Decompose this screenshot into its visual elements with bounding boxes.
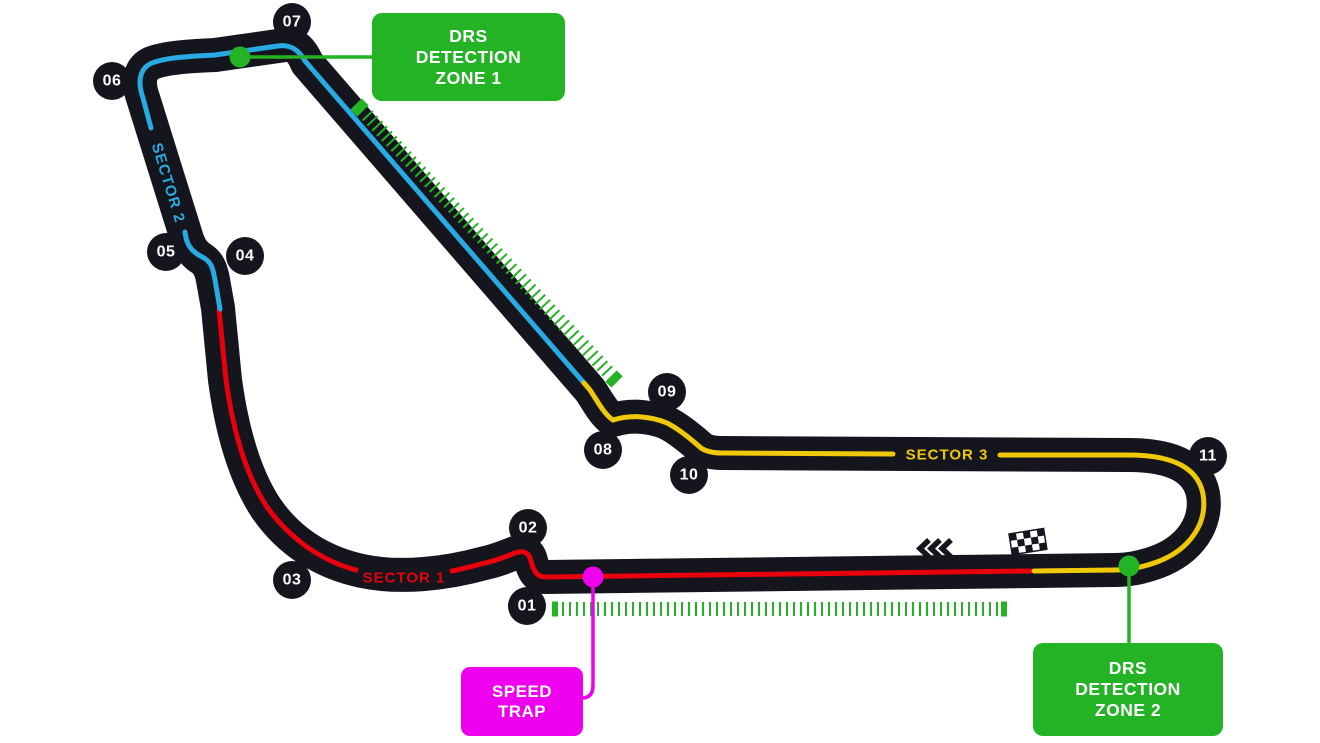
drs-detection-zone-1-callout: DRS DETECTION ZONE 1 [372, 13, 565, 101]
turn-marker-01: 01 [508, 587, 546, 625]
drs-detection-point-1 [229, 46, 251, 68]
turn-marker-10: 10 [670, 456, 708, 494]
speed-trap-line-2: TRAP [497, 701, 547, 721]
drs-zone-2-line-1: DRS [1108, 658, 1148, 678]
drs-detection-zone-2-callout: DRS DETECTION ZONE 2 [1033, 643, 1223, 736]
drs-zone-1-line-1: DRS [449, 25, 488, 46]
sector-1-label: SECTOR 1 [363, 570, 446, 587]
svg-text:05: 05 [157, 244, 176, 261]
start-finish-flag-icon [1008, 527, 1048, 556]
svg-text:04: 04 [236, 248, 255, 265]
track-outline [123, 27, 1221, 594]
sector-3-label: SECTOR 3 [906, 447, 989, 464]
turn-marker-03: 03 [273, 561, 311, 599]
drs-detection-point-2 [1118, 555, 1140, 577]
svg-text:08: 08 [594, 442, 613, 459]
drs-zone-2-line-3: ZONE 2 [1094, 700, 1162, 720]
drs-zone-1-line-2: DETECTION [415, 46, 522, 67]
drs-zone-2-line-2: DETECTION [1075, 679, 1181, 699]
turn-marker-02: 02 [509, 509, 547, 547]
turn-marker-06: 06 [93, 62, 131, 100]
sector-2-line [137, 43, 587, 386]
speed-trap-connector [581, 587, 595, 700]
svg-text:06: 06 [103, 73, 122, 90]
speed-trap-callout: SPEED TRAP [461, 667, 583, 736]
svg-text:03: 03 [283, 572, 302, 589]
svg-text:02: 02 [519, 520, 538, 537]
turn-marker-07: 07 [273, 3, 311, 41]
turn-marker-09: 09 [648, 373, 686, 411]
turn-markers: 01 02 03 04 05 06 [93, 3, 1227, 625]
svg-text:09: 09 [658, 384, 677, 401]
sector-1-line [216, 306, 1034, 580]
svg-text:11: 11 [1199, 448, 1217, 465]
svg-text:10: 10 [680, 467, 699, 484]
svg-text:01: 01 [518, 598, 537, 615]
svg-text:07: 07 [283, 14, 302, 31]
drs-zone-1-line-3: ZONE 1 [435, 67, 502, 88]
speed-trap-point [582, 566, 604, 588]
speed-trap-line-1: SPEED [491, 681, 553, 701]
turn-marker-04: 04 [226, 237, 264, 275]
turn-marker-08: 08 [584, 431, 622, 469]
turn-marker-05: 05 [147, 233, 185, 271]
drs-zone-stripe-back-straight [350, 98, 623, 388]
direction-chevrons-icon [915, 538, 953, 559]
turn-marker-11: 11 [1189, 437, 1227, 475]
